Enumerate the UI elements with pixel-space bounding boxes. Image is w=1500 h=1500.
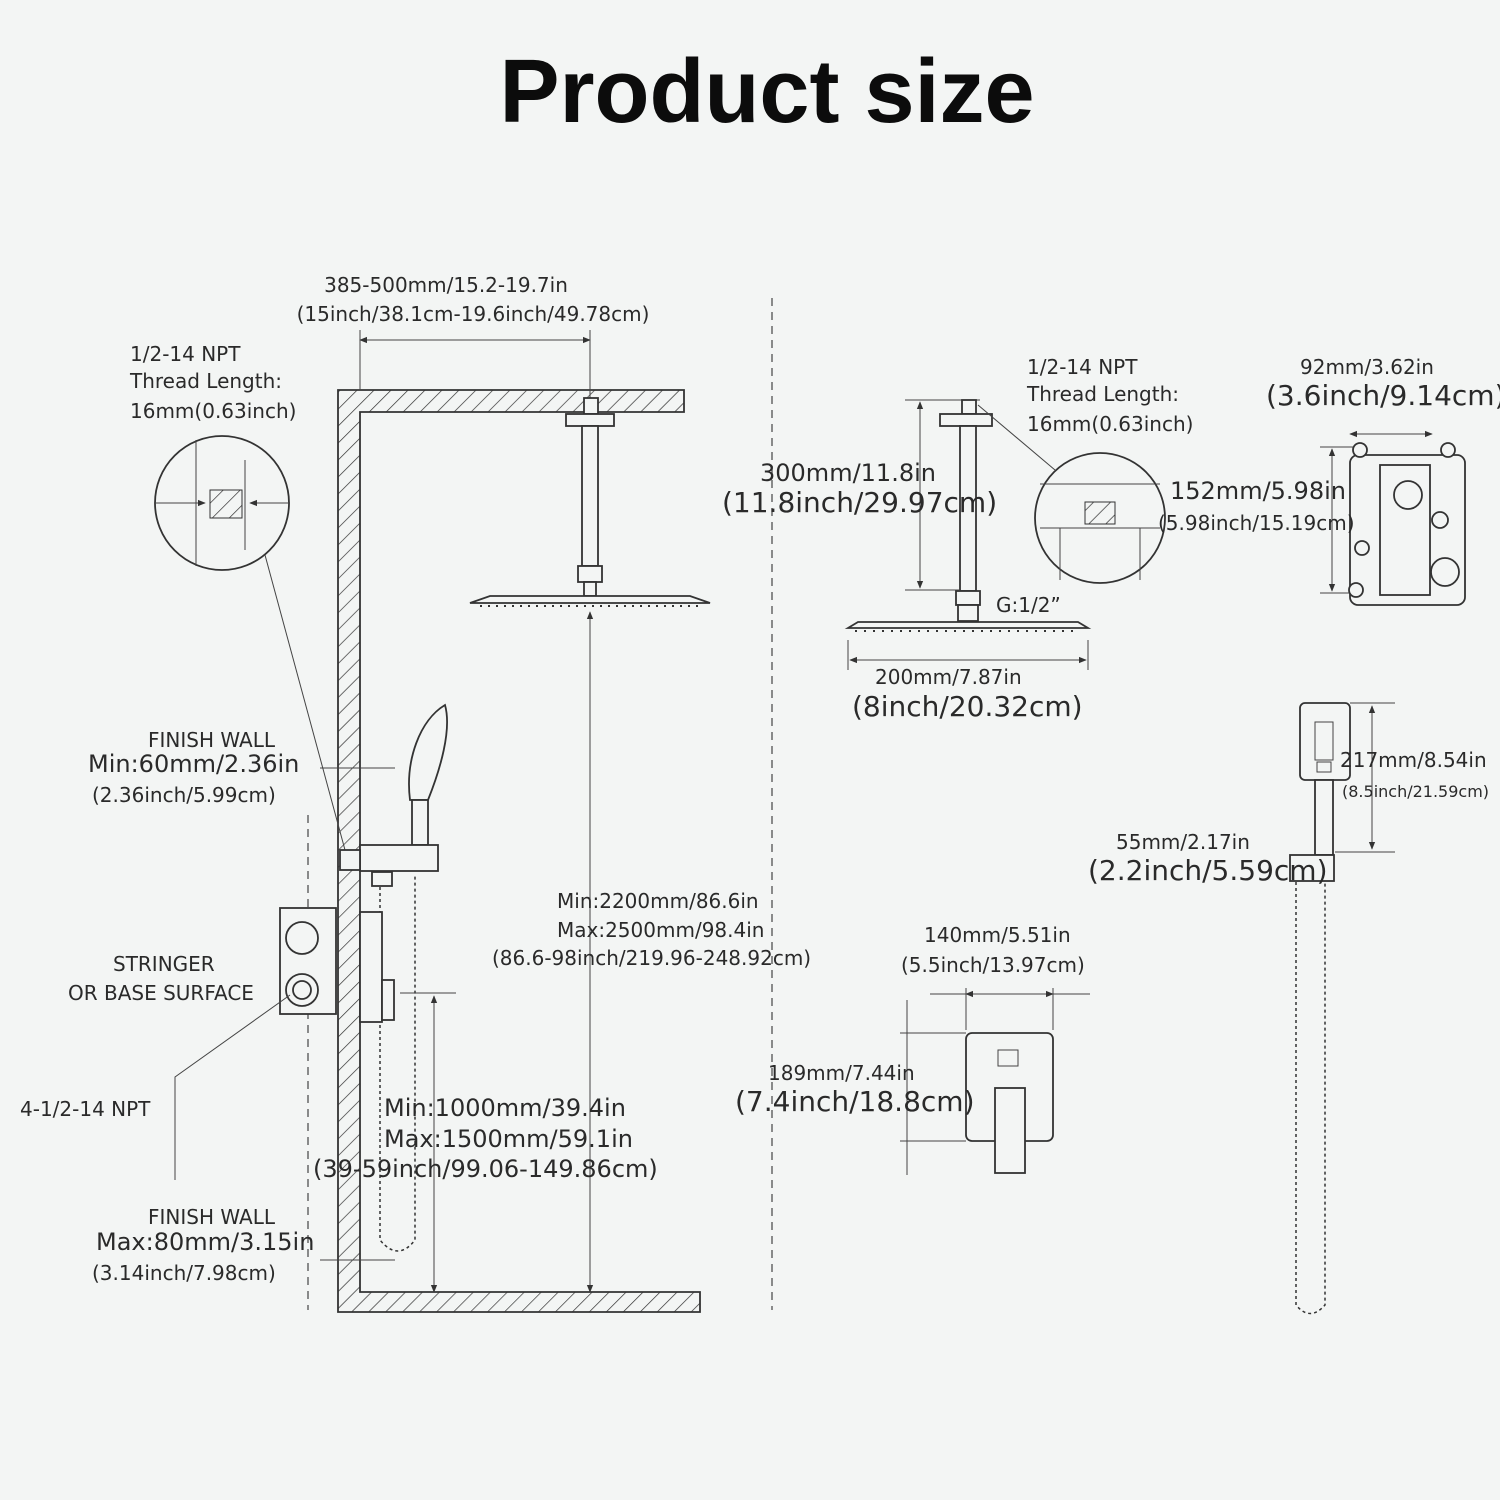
svg-text:200mm/7.87in: 200mm/7.87in <box>875 665 1022 689</box>
thread-detail-right <box>977 404 1166 584</box>
svg-text:189mm/7.44in: 189mm/7.44in <box>768 1061 915 1085</box>
trim-height-label: 189mm/7.44in (7.4inch/18.8cm) <box>735 1061 975 1118</box>
page-title: Product size <box>499 42 1034 142</box>
svg-text:Min:1000mm/39.4in: Min:1000mm/39.4in <box>384 1094 626 1122</box>
valve-height-label: Min:1000mm/39.4in Max:1500mm/59.1in (39-… <box>313 1094 658 1183</box>
svg-text:(8.5inch/21.59cm): (8.5inch/21.59cm) <box>1342 782 1489 801</box>
connector-label: G:1/2” <box>996 593 1061 617</box>
svg-text:(3.6inch/9.14cm): (3.6inch/9.14cm) <box>1266 379 1500 412</box>
valve-trim-plate <box>900 988 1090 1175</box>
svg-text:(5.5inch/13.97cm): (5.5inch/13.97cm) <box>901 953 1085 977</box>
inlet-label: 4-1/2-14 NPT <box>20 1097 151 1121</box>
svg-text:Thread Length:: Thread Length: <box>1026 382 1179 406</box>
trim-width-label: 140mm/5.51in (5.5inch/13.97cm) <box>901 923 1085 977</box>
svg-text:(2.2inch/5.59cm): (2.2inch/5.59cm) <box>1088 854 1328 887</box>
head-height-label: Min:2200mm/86.6in Max:2500mm/98.4in (86.… <box>492 889 811 970</box>
svg-text:(86.6-98inch/219.96-248.92cm): (86.6-98inch/219.96-248.92cm) <box>492 946 811 970</box>
rain-shower-head <box>469 397 711 607</box>
svg-text:16mm(0.63inch): 16mm(0.63inch) <box>130 399 296 423</box>
holder-width-label: 55mm/2.17in (2.2inch/5.59cm) <box>1088 830 1328 887</box>
thread-detail-left <box>154 435 346 851</box>
svg-text:152mm/5.98in: 152mm/5.98in <box>1170 477 1346 505</box>
svg-text:55mm/2.17in: 55mm/2.17in <box>1116 830 1250 854</box>
svg-text:STRINGER: STRINGER <box>113 952 215 976</box>
valve-body-height-label: 152mm/5.98in (5.98inch/15.19cm) <box>1158 477 1355 535</box>
handheld-length-label: 217mm/8.54in (8.5inch/21.59cm) <box>1340 748 1489 801</box>
svg-text:Thread Length:: Thread Length: <box>129 369 282 393</box>
thread-label-left: 1/2-14 NPT Thread Length: 16mm(0.63inch) <box>129 342 296 423</box>
thread-label-right: 1/2-14 NPT Thread Length: 16mm(0.63inch) <box>1026 355 1193 436</box>
svg-text:(7.4inch/18.8cm): (7.4inch/18.8cm) <box>735 1085 975 1118</box>
svg-text:16mm(0.63inch): 16mm(0.63inch) <box>1027 412 1193 436</box>
svg-text:140mm/5.51in: 140mm/5.51in <box>924 923 1071 947</box>
svg-text:Max:1500mm/59.1in: Max:1500mm/59.1in <box>384 1125 633 1153</box>
svg-text:217mm/8.54in: 217mm/8.54in <box>1340 748 1487 772</box>
svg-text:OR BASE SURFACE: OR BASE SURFACE <box>68 981 254 1005</box>
shower-arm-right <box>844 399 1092 670</box>
wall-section <box>337 389 701 1313</box>
svg-text:1/2-14 NPT: 1/2-14 NPT <box>1027 355 1138 379</box>
svg-text:FINISH WALL: FINISH WALL <box>148 728 276 752</box>
svg-text:Max:80mm/3.15in: Max:80mm/3.15in <box>96 1228 314 1256</box>
finish-wall-min-label: FINISH WALL Min:60mm/2.36in (2.36inch/5.… <box>88 728 299 807</box>
head-width-label: 200mm/7.87in (8inch/20.32cm) <box>852 665 1083 723</box>
svg-text:(5.98inch/15.19cm): (5.98inch/15.19cm) <box>1158 511 1355 535</box>
handheld-shower-right <box>1289 702 1395 1315</box>
svg-text:300mm/11.8in: 300mm/11.8in <box>760 459 936 487</box>
svg-text:(2.36inch/5.99cm): (2.36inch/5.99cm) <box>92 783 276 807</box>
svg-text:385-500mm/15.2-19.7in: 385-500mm/15.2-19.7in <box>324 273 568 297</box>
svg-text:1/2-14 NPT: 1/2-14 NPT <box>130 342 241 366</box>
stringer-label: STRINGER OR BASE SURFACE <box>68 952 254 1005</box>
svg-text:(39-59inch/99.06-149.86cm): (39-59inch/99.06-149.86cm) <box>313 1155 658 1183</box>
svg-text:(8inch/20.32cm): (8inch/20.32cm) <box>852 690 1083 723</box>
valve-body-right <box>1320 430 1466 606</box>
valve-body-width-label: 92mm/3.62in (3.6inch/9.14cm) <box>1266 355 1500 412</box>
handheld-shower-left <box>339 703 448 1252</box>
mixing-valve-left <box>279 907 395 1023</box>
arm-width-label: 385-500mm/15.2-19.7in (15inch/38.1cm-19.… <box>297 273 650 326</box>
finish-wall-max-label: FINISH WALL Max:80mm/3.15in (3.14inch/7.… <box>92 1205 314 1285</box>
svg-text:Max:2500mm/98.4in: Max:2500mm/98.4in <box>557 918 764 942</box>
svg-text:(11.8inch/29.97cm): (11.8inch/29.97cm) <box>722 486 997 519</box>
svg-text:Min:2200mm/86.6in: Min:2200mm/86.6in <box>557 889 759 913</box>
svg-text:(3.14inch/7.98cm): (3.14inch/7.98cm) <box>92 1261 276 1285</box>
svg-text:Min:60mm/2.36in: Min:60mm/2.36in <box>88 750 299 778</box>
svg-text:(15inch/38.1cm-19.6inch/49.78c: (15inch/38.1cm-19.6inch/49.78cm) <box>297 302 650 326</box>
svg-text:92mm/3.62in: 92mm/3.62in <box>1300 355 1434 379</box>
arm-length-label: 300mm/11.8in (11.8inch/29.97cm) <box>722 459 997 519</box>
svg-text:FINISH WALL: FINISH WALL <box>148 1205 276 1229</box>
